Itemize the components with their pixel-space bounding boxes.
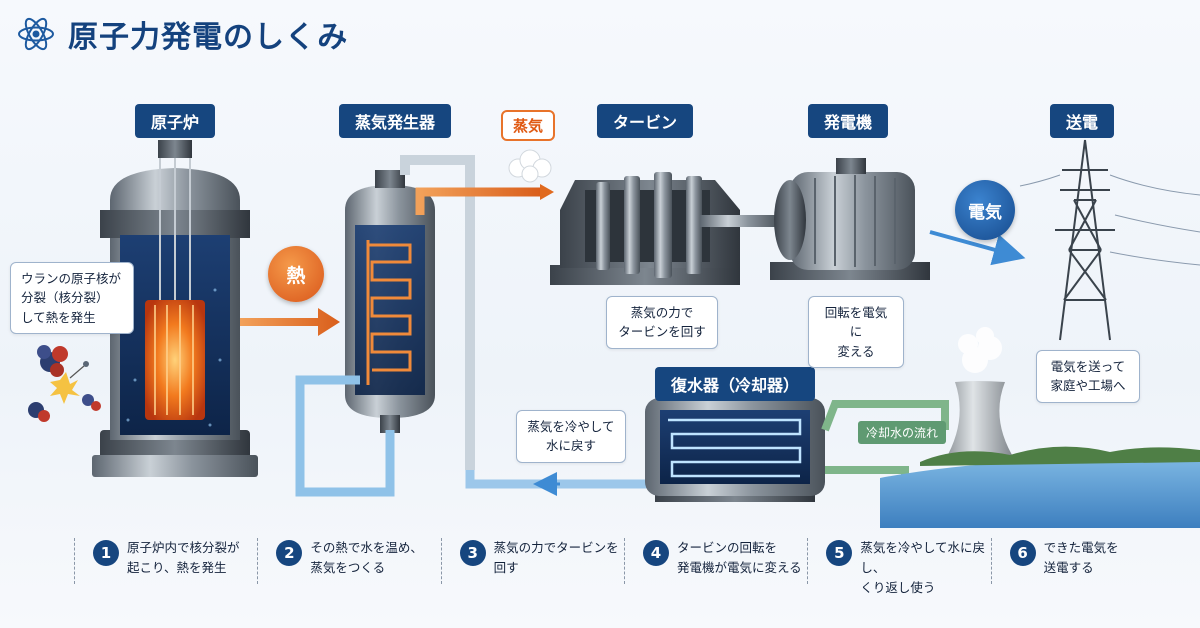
- callout-reactor-line-3: して熱を発生: [21, 309, 96, 325]
- page-title: 原子力発電のしくみ: [68, 20, 349, 55]
- lake: [880, 457, 1200, 528]
- step-6-text: できた電気を 送電する: [1044, 538, 1119, 578]
- step-3-number: 3: [459, 540, 486, 566]
- step-4: 4 タービンの回転を 発電機が電気に変える: [623, 538, 807, 584]
- step-2-number: 2: [276, 540, 303, 566]
- callout-condenser-line-1: 蒸気を冷やして: [527, 419, 615, 434]
- step-1-line-2: 起こり、熱を発生: [127, 560, 227, 575]
- step-6-line-1: できた電気を: [1043, 540, 1119, 555]
- badge-transmission: 送電: [1049, 104, 1115, 138]
- step-3-line-1: 蒸気の力でタービンを: [493, 540, 619, 555]
- callout-reactor-line-2: 分裂（核分裂）: [21, 290, 109, 306]
- step-2-line-2: 蒸気をつくる: [310, 560, 386, 575]
- step-3-line-2: 回す: [493, 560, 519, 575]
- steam-puff-icon: [508, 149, 552, 183]
- uranium-fission-illustration: [28, 345, 101, 422]
- step-1-number: 1: [93, 540, 119, 566]
- step-4-line-2: 発電機が電気に変える: [676, 560, 802, 575]
- step-2: 2 その熱で水を温め、 蒸気をつくる: [257, 538, 440, 584]
- callout-generator-line-2: 変える: [837, 343, 875, 359]
- callout-condenser-line-2: 水に戻す: [545, 438, 596, 454]
- cooling-water-flow-label: 冷却水の流れ: [858, 421, 947, 444]
- step-6-line-2: 送電する: [1043, 560, 1094, 575]
- callout-condenser: 蒸気を冷やして 水に戻す: [516, 410, 626, 463]
- badge-generator: 発電機: [807, 104, 889, 138]
- electricity-label: 電気: [955, 180, 1015, 240]
- step-3-text: 蒸気の力でタービンを 回す: [494, 538, 619, 578]
- step-1-text: 原子炉内で核分裂が 起こり、熱を発生: [127, 538, 240, 578]
- callout-transmission-line-1: 電気を送って: [1050, 359, 1126, 374]
- callout-transmission: 電気を送って 家庭や工場へ: [1036, 350, 1140, 403]
- step-5: 5 蒸気を冷やして水に戻し、 くり返し使う: [807, 538, 990, 595]
- generator: [770, 158, 930, 280]
- step-1: 1 原子炉内で核分裂が 起こり、熱を発生: [74, 538, 257, 584]
- reactor-vessel: [92, 140, 258, 477]
- heat-label: 熱: [268, 246, 324, 302]
- shore-trees: [920, 446, 1200, 466]
- electricity-flow-line: [929, 230, 1026, 266]
- title-area: 原子力発電のしくみ: [16, 12, 348, 56]
- step-list: 1 原子炉内で核分裂が 起こり、熱を発生 2 その熱で水を温め、 蒸気をつくる …: [74, 538, 1174, 595]
- step-2-line-1: その熱で水を温め、: [310, 540, 423, 555]
- cooling-tower: [945, 327, 1015, 460]
- badge-steam-generator: 蒸気発生器: [338, 104, 452, 138]
- step-1-line-1: 原子炉内で核分裂が: [127, 540, 240, 555]
- step-5-line-2: くり返し使う: [860, 580, 936, 595]
- atom-icon: [18, 17, 54, 51]
- step-5-number: 5: [826, 540, 853, 566]
- hot-water-pipe: [400, 155, 475, 470]
- callout-turbine-line-2: タービンを回す: [618, 324, 706, 340]
- step-4-number: 4: [642, 540, 669, 566]
- badge-condenser: 復水器（冷却器）: [654, 367, 816, 401]
- step-2-text: その熱で水を温め、 蒸気をつくる: [310, 538, 423, 578]
- power-lines: [1019, 174, 1200, 266]
- callout-turbine-line-1: 蒸気の力で: [630, 305, 694, 320]
- step-5-text: 蒸気を冷やして水に戻し、 くり返し使う: [860, 538, 990, 598]
- step-5-line-1: 蒸気を冷やして水に戻し、: [860, 540, 985, 575]
- step-4-line-1: タービンの回転を: [676, 540, 777, 555]
- condenser: [645, 398, 825, 502]
- badge-reactor: 原子炉: [134, 104, 216, 138]
- step-6-number: 6: [1009, 540, 1036, 566]
- badge-turbine: タービン: [596, 104, 694, 138]
- callout-transmission-line-2: 家庭や工場へ: [1050, 378, 1126, 394]
- steam-generator: [345, 170, 435, 433]
- callout-generator-line-1: 回転を電気に: [824, 305, 888, 340]
- condensate-pipe: [465, 470, 650, 489]
- step-4-text: タービンの回転を 発電機が電気に変える: [677, 538, 802, 578]
- step-6: 6 できた電気を 送電する: [990, 538, 1174, 584]
- steam-label: 蒸気: [500, 110, 556, 141]
- callout-reactor-line-1: ウランの原子核が: [21, 271, 122, 286]
- steam-pipe: [415, 187, 540, 215]
- heat-arrow: [240, 308, 340, 336]
- step-3: 3 蒸気の力でタービンを 回す: [440, 538, 624, 584]
- steam-arrow-head: [540, 184, 554, 200]
- callout-turbine: 蒸気の力で タービンを回す: [606, 296, 718, 349]
- feedwater-pipe: [295, 375, 395, 497]
- transmission-tower-icon: [1055, 139, 1115, 341]
- callout-reactor: ウランの原子核が 分裂（核分裂） して熱を発生: [10, 262, 134, 335]
- callout-generator: 回転を電気に 変える: [808, 296, 904, 369]
- turbine: [550, 172, 780, 285]
